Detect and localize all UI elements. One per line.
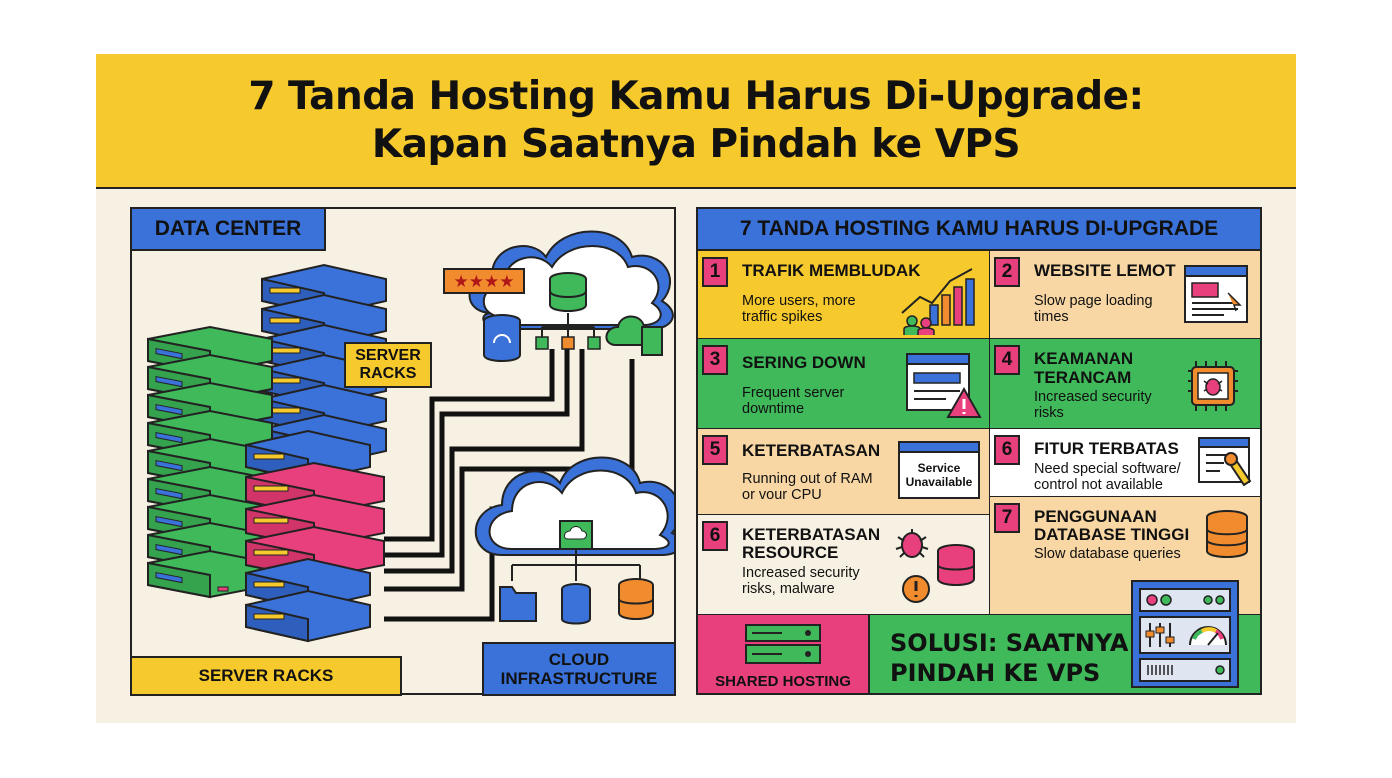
slow-browser-icon xyxy=(1184,265,1248,323)
solution-line-1: SOLUSI: SAATNYA xyxy=(890,629,1129,657)
database-icon xyxy=(1206,510,1248,558)
sign-title-6: FITUR TERBATAS xyxy=(1034,439,1179,458)
sign-title-3: SERING DOWN xyxy=(742,353,866,372)
signs-heading-text: 7 TANDA HOSTING KAMU HARUS DI-UPGRADE xyxy=(739,217,1219,240)
small-cloud-device-icon xyxy=(605,315,663,356)
signs-panel: 7 TANDA HOSTING KAMU HARUS DI-UPGRADE 1 … xyxy=(696,207,1262,695)
shared-hosting-box: SHARED HOSTING xyxy=(698,615,870,693)
sign-desc-4-line-2: risks xyxy=(1034,405,1064,421)
service-unavailable-window: Service Unavailable xyxy=(898,441,980,499)
sign-title-4-line-1: KEAMANAN xyxy=(1034,349,1134,368)
sign-number-5: 5 xyxy=(702,435,728,465)
service-unavailable-text: Service Unavailable xyxy=(900,461,978,489)
solution-line-2: PINDAH KE VPS xyxy=(890,659,1101,687)
sign-item-5: 5 KETERBATASAN Running out of RAM or vou… xyxy=(698,429,990,515)
security-bug-chip-icon xyxy=(1188,361,1238,411)
sign-title-4-line-2: TERANCAM xyxy=(1034,368,1132,387)
sign-number-3: 3 xyxy=(702,345,728,375)
sign-desc-7: Slow database queries xyxy=(1034,546,1181,562)
cloud-infrastructure-label: CLOUD INFRASTRUCTURE xyxy=(482,642,676,696)
server-racks-tag-line-2: RACKS xyxy=(359,365,417,382)
sign-desc-6b-line-1: Increased security xyxy=(742,565,860,581)
sign-desc-4-line-1: Increased security xyxy=(1034,389,1152,405)
sign-desc-1-line-1: More users, more xyxy=(742,293,856,309)
rating-stars: ★★★★ xyxy=(454,272,515,292)
sign-number-6b: 6 xyxy=(702,521,728,551)
sign-desc-3-line-2: downtime xyxy=(742,401,805,417)
sign-desc-3-line-1: Frequent server xyxy=(742,385,845,401)
window-titlebar xyxy=(900,443,978,453)
settings-tool-icon xyxy=(1198,437,1252,487)
data-center-illustration: ★★★★ xyxy=(147,230,674,642)
vps-server-icon xyxy=(1131,580,1239,688)
sign-desc-2-line-1: Slow page loading xyxy=(1034,293,1153,309)
shared-hosting-label: SHARED HOSTING xyxy=(715,673,851,690)
cloud-bottom-icon xyxy=(474,456,674,625)
sign-item-6b: 6 KETERBATASAN RESOURCE Increased securi… xyxy=(698,515,990,615)
sign-desc-2-line-2: times xyxy=(1034,309,1069,325)
cloud-label-line-1: CLOUD xyxy=(548,650,610,669)
traffic-chart-icon xyxy=(901,268,975,335)
solution-box: SOLUSI: SAATNYA PINDAH KE VPS xyxy=(870,615,1260,693)
sign-number-2: 2 xyxy=(994,257,1020,287)
page-title-line-1: 7 Tanda Hosting Kamu Harus Di-Upgrade: xyxy=(248,73,1144,119)
server-racks-tag-line-1: SERVER xyxy=(355,347,421,364)
sign-title-6b-line-1: KETERBATASAN xyxy=(742,525,881,544)
server-racks-label: SERVER RACKS xyxy=(130,656,402,696)
sign-title-2: WEBSITE LEMOT xyxy=(1034,261,1176,280)
sign-desc-6-line-1: Need special software/ xyxy=(1034,461,1181,477)
sign-title-5: KETERBATASAN xyxy=(742,441,881,460)
sign-title-6b-line-2: RESOURCE xyxy=(742,543,839,562)
sign-desc-5-line-1: Running out of RAM xyxy=(742,471,873,487)
sign-number-6: 6 xyxy=(994,435,1020,465)
sign-item-1: 1 TRAFIK MEMBLUDAK More users, more traf… xyxy=(698,251,990,339)
sign-desc-5-line-2: or vour CPU xyxy=(742,487,822,503)
signs-heading: 7 TANDA HOSTING KAMU HARUS DI-UPGRADE xyxy=(698,209,1260,251)
cloud-label-line-2: INFRASTRUCTURE xyxy=(500,669,658,688)
sign-item-3: 3 SERING DOWN Frequent server downtime xyxy=(698,339,990,429)
sign-title-7-line-1: PENGGUNAAN xyxy=(1034,507,1157,526)
data-center-label: DATA CENTER xyxy=(130,207,326,251)
sign-item-4: 4 KEAMANAN TERANCAM Increased security r… xyxy=(990,339,1260,429)
sign-item-6: 6 FITUR TERBATAS Need special software/ … xyxy=(990,429,1260,497)
service-unavailable-line-1: Service xyxy=(917,461,961,475)
sign-desc-6b-line-2: risks, malware xyxy=(742,581,835,597)
sign-desc-6-line-2: control not available xyxy=(1034,477,1163,493)
header-banner: 7 Tanda Hosting Kamu Harus Di-Upgrade: K… xyxy=(96,54,1296,189)
server-racks-tag: SERVER RACKS xyxy=(344,342,432,388)
sign-item-2: 2 WEBSITE LEMOT Slow page loading times xyxy=(990,251,1260,339)
infographic-card: 7 Tanda Hosting Kamu Harus Di-Upgrade: K… xyxy=(96,54,1296,723)
page-title-line-2: Kapan Saatnya Pindah ke VPS xyxy=(371,121,1021,167)
rating-badge xyxy=(443,268,525,294)
malware-resource-icon xyxy=(895,529,975,603)
database-sync-icon xyxy=(483,314,521,362)
service-unavailable-line-2: Unavailable xyxy=(905,475,973,489)
data-center-panel: ★★★★ xyxy=(130,207,676,695)
sign-title-1: TRAFIK MEMBLUDAK xyxy=(742,261,921,280)
shared-server-icon xyxy=(745,624,821,664)
sign-title-7-line-2: DATABASE TINGGI xyxy=(1034,525,1190,544)
sign-number-7: 7 xyxy=(994,503,1020,533)
sign-number-4: 4 xyxy=(994,345,1020,375)
sign-desc-1-line-2: traffic spikes xyxy=(742,309,823,325)
server-down-warning-icon xyxy=(906,353,982,418)
sign-number-1: 1 xyxy=(702,257,728,287)
